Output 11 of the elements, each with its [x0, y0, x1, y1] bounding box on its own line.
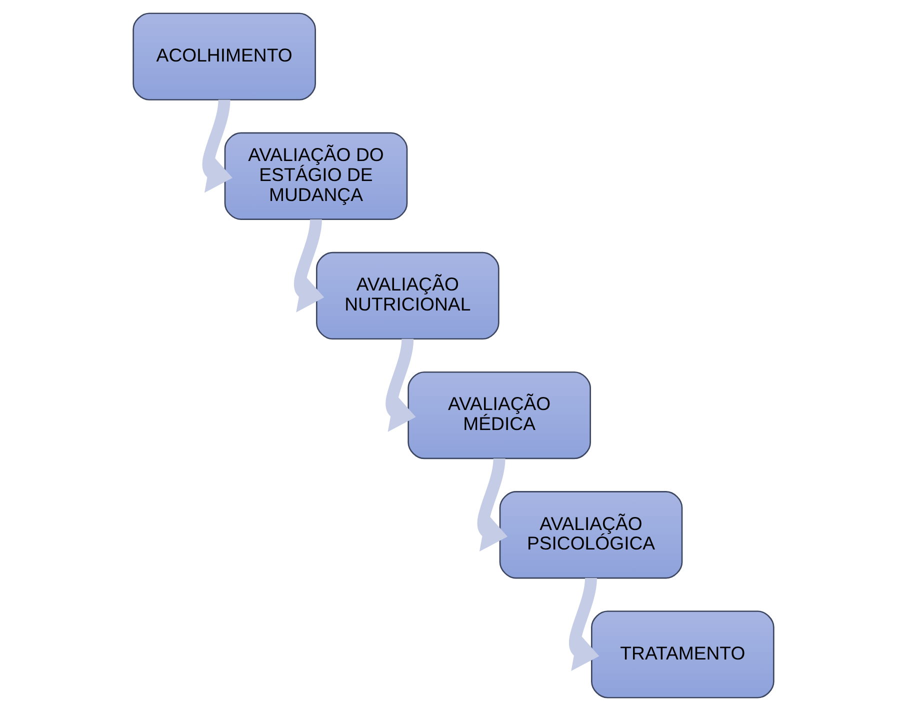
node-box: AVALIAÇÃO MÉDICA: [407, 371, 590, 460]
node-box: AVALIAÇÃO NUTRICIONAL: [315, 252, 499, 340]
arrow: [385, 338, 416, 432]
arrow: [568, 578, 599, 672]
node-box: TRATAMENTO: [590, 610, 774, 698]
arrow: [294, 218, 324, 312]
arrow: [476, 458, 508, 552]
node-box: ACOLHIMENTO: [132, 12, 316, 100]
node-box: AVALIAÇÃO DO ESTÁGIO DE MUDANÇA: [224, 132, 408, 220]
arrow: [202, 99, 232, 193]
node-box: AVALIAÇÃO PSICOLÓGICA: [498, 491, 682, 579]
